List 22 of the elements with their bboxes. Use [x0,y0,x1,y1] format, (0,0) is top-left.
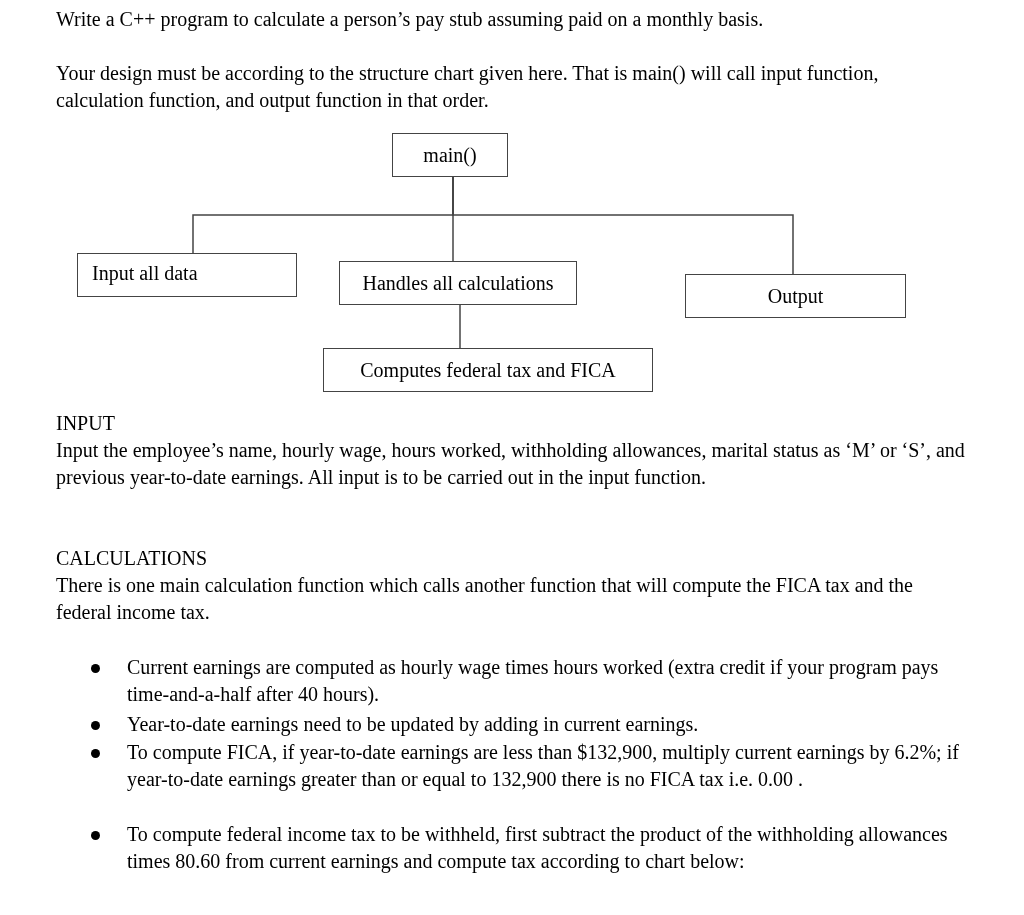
bullet-point-text: To compute FICA, if year-to-date earnings are less than $132,900, multiply current earnings by 6.2%; if year-to-date earnings greater than or equal to 132,900 there is no FICA tax i.e. 0.00 . [127,740,960,793]
function-box [323,348,653,392]
paragraph-text: Your design must be according to the structure chart given here. That is main() will call input function, calculation function, and output function in that order. [56,61,880,114]
bullet-point-text: Current earnings are computed as hourly wage times hours worked (extra credit if your program pays time-and-a-half after 40 hours). [127,655,940,708]
function-name: Input all data [92,262,198,285]
function-name: Handles all calculations [362,271,554,295]
function-box [392,133,508,177]
function-box [77,253,297,297]
section-heading: CALCULATIONS [56,546,209,571]
connector-line [459,304,461,349]
bullet-point-text: To compute federal income tax to be withheld, first subtract the product of the withholding allowances times 80.60 from current earnings and compute tax according to chart below: [127,822,949,875]
function-name: main() [423,143,477,167]
section-heading: INPUT [56,411,116,436]
paragraph-text: There is one main calculation function which calls another function that will compute the FICA tax and the federal income tax. [56,573,914,625]
paragraph-text: Input the employee’s name, hourly wage, hours worked, withholding allowances, marital status as ‘M’ or ‘S’, and previous year-to-date earnings. All input is to be carried out in the input function. [56,438,966,491]
connector-line [452,176,794,275]
function-name: Computes federal tax and FICA [360,358,616,382]
function-name: Output [767,284,824,308]
function-box [685,274,906,318]
paragraph-text: Write a C++ program to calculate a person’s pay stub assuming paid on a monthly basis. [56,7,765,33]
function-box [339,261,577,305]
bullet-point-text: Year-to-date earnings need to be updated by adding in current earnings. [127,712,700,738]
